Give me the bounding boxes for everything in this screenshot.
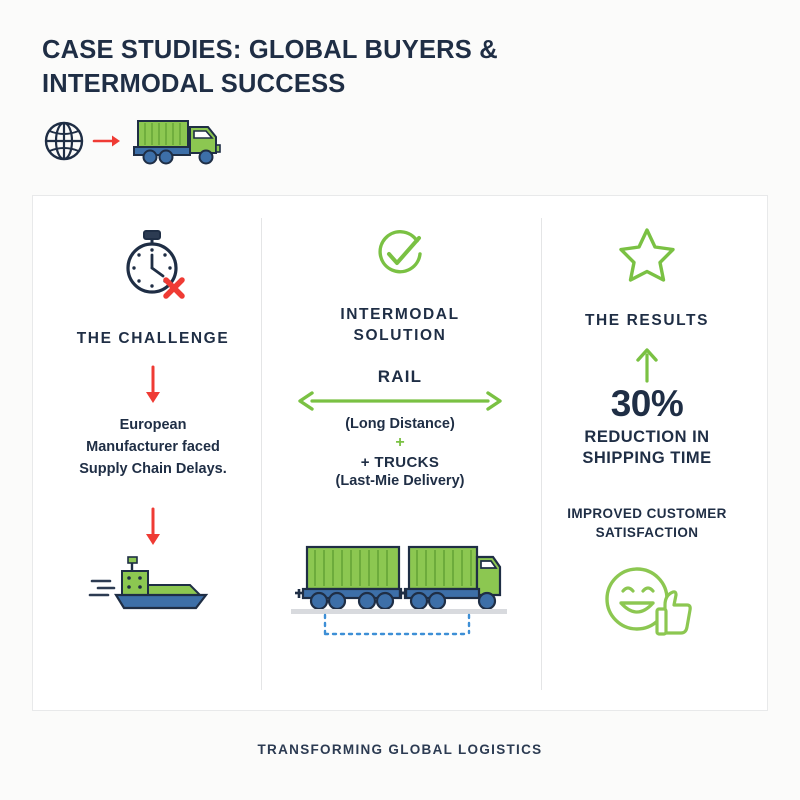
column-heading-challenge: THE CHALLENGE (76, 330, 230, 347)
column-divider-1 (261, 218, 262, 690)
cargo-ship-icon (88, 555, 218, 611)
challenge-body-text: European Manufacturer faced Supply Chain… (79, 415, 226, 480)
red-arrow-down-icon-2 (142, 507, 164, 547)
challenge-body-line-3: Supply Chain Delays. (79, 460, 227, 477)
green-arrow-up-icon (635, 347, 659, 383)
plus-separator: + (395, 433, 405, 451)
container-truck-icon (128, 115, 228, 167)
green-double-arrow-icon (298, 391, 502, 411)
globe-icon (42, 119, 86, 163)
column-heading-results: THE RESULTS (584, 312, 710, 329)
content-card: THE CHALLENGE European Manufacturer face… (32, 195, 768, 711)
red-arrow-right-icon (92, 130, 122, 152)
column-solution: INTERMODAL SOLUTION RAIL (Long Distance)… (273, 196, 527, 710)
smiley-thumbs-up-icon (601, 565, 693, 639)
stat-value: 30% (610, 383, 684, 425)
column-heading-solution: INTERMODAL SOLUTION (340, 304, 459, 347)
red-arrow-down-icon (142, 365, 164, 405)
satisfaction-line-1: IMPROVED CUSTOMER (567, 505, 727, 521)
stat-label-line-2: SHIPPING TIME (582, 449, 712, 468)
challenge-body-line-2: Manufacturer faced (86, 439, 220, 456)
green-check-circle-icon (372, 226, 428, 282)
page-title: CASE STUDIES: GLOBAL BUYERS & INTERMODAL… (42, 36, 498, 98)
challenge-body-line-1: European (119, 417, 187, 434)
header: CASE STUDIES: GLOBAL BUYERS & INTERMODAL… (42, 34, 742, 167)
green-star-icon (617, 226, 677, 284)
trucks-sublabel: (Last-Mie Delivery) (335, 472, 465, 489)
stat-label: REDUCTION IN SHIPPING TIME (582, 427, 711, 469)
column-results: THE RESULTS 30% REDUCTION IN SHIPPING TI… (527, 196, 767, 710)
column-divider-2 (541, 218, 542, 690)
stat-label-line-1: REDUCTION IN (584, 428, 710, 447)
trucks-label: + TRUCKS (360, 453, 440, 471)
satisfaction-line-2: SATISFACTION (595, 525, 699, 541)
stopwatch-with-x-icon (114, 228, 192, 302)
truck-with-trailer-icon (287, 533, 513, 641)
solution-heading-line-1: INTERMODAL (340, 306, 460, 323)
footer-tagline: TRANSFORMING GLOBAL LOGISTICS (257, 742, 543, 757)
satisfaction-label: IMPROVED CUSTOMER SATISFACTION (567, 504, 727, 543)
rail-sublabel: (Long Distance) (345, 415, 455, 432)
columns-container: THE CHALLENGE European Manufacturer face… (33, 196, 767, 710)
rail-label: RAIL (377, 366, 423, 386)
header-icon-group (42, 115, 742, 167)
column-challenge: THE CHALLENGE European Manufacturer face… (33, 196, 273, 710)
solution-heading-line-2: SOLUTION (353, 327, 447, 345)
